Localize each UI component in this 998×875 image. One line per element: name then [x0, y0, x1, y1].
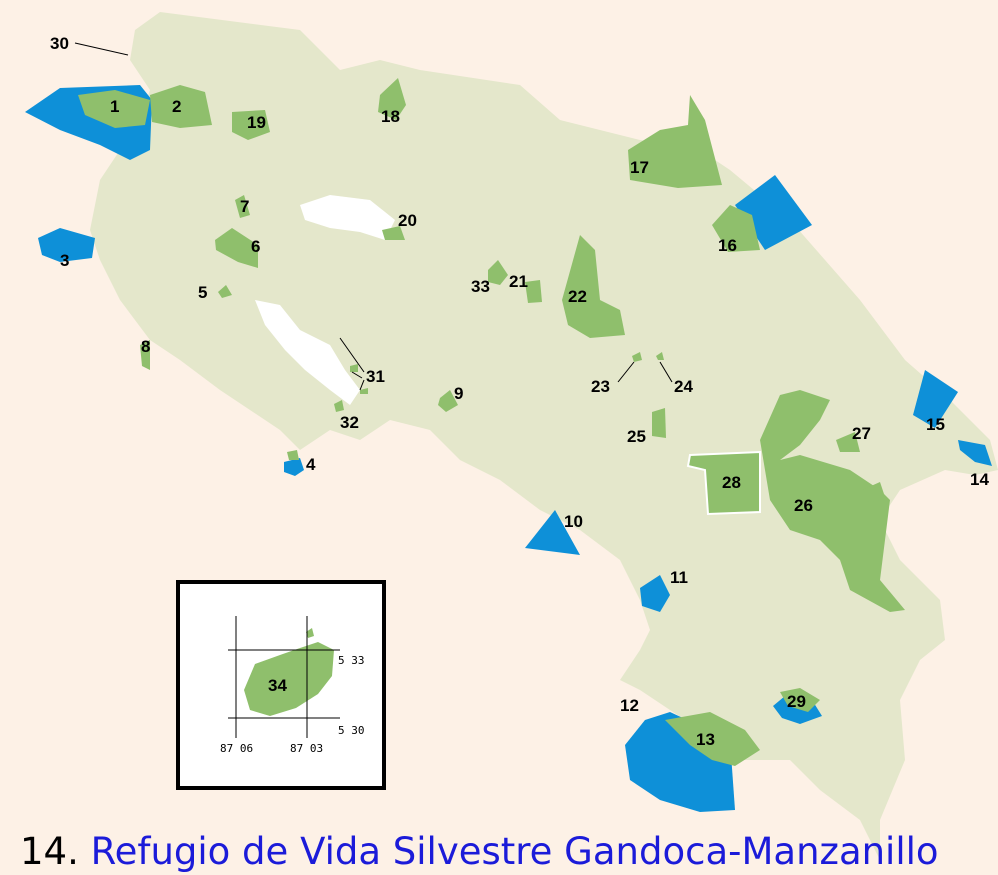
- inset-islet: [306, 628, 314, 638]
- area-32: [334, 400, 344, 412]
- label-30: 30: [50, 34, 69, 53]
- label-28: 28: [722, 473, 741, 492]
- label-19: 19: [247, 113, 266, 132]
- area-33: [488, 260, 508, 285]
- area-23: [632, 352, 642, 362]
- label-4: 4: [306, 455, 316, 474]
- area-26: [760, 390, 905, 612]
- label-13: 13: [696, 730, 715, 749]
- label-17: 17: [630, 158, 649, 177]
- area-1: [78, 90, 150, 128]
- inset-grid: [228, 616, 340, 738]
- label-15: 15: [926, 415, 945, 434]
- label-25: 25: [627, 427, 646, 446]
- leader-31b: [351, 371, 363, 379]
- marine-area-14: [958, 440, 992, 466]
- caption-number: 14.: [20, 830, 79, 873]
- area-20: [382, 226, 405, 240]
- area-labels: 1 2 3 4 5 6 7 8 9 10 11 12 13 14 15 16 1…: [50, 34, 989, 749]
- area-13: [665, 712, 760, 766]
- label-24: 24: [674, 377, 693, 396]
- label-21: 21: [509, 272, 528, 291]
- inset-map: 34 5 33 5 30 87 06 87 03: [176, 580, 386, 790]
- inset-lon-right: 87 03: [290, 742, 323, 755]
- area-7: [235, 195, 250, 218]
- marine-area-10: [525, 510, 580, 555]
- marine-area-11: [640, 575, 670, 612]
- area-8: [140, 340, 150, 370]
- label-31: 31: [366, 367, 385, 386]
- area-2: [150, 85, 212, 128]
- label-3: 3: [60, 251, 69, 270]
- leader-31a: [339, 337, 365, 373]
- label-16: 16: [718, 236, 737, 255]
- label-7: 7: [240, 197, 249, 216]
- label-33: 33: [471, 277, 490, 296]
- inset-island: [244, 642, 334, 716]
- area-18: [378, 78, 406, 120]
- leader-31c: [359, 379, 365, 391]
- area-24: [656, 352, 664, 360]
- area-4: [287, 450, 299, 460]
- label-14: 14: [970, 470, 989, 489]
- marine-area-15: [913, 370, 958, 428]
- label-1: 1: [110, 97, 119, 116]
- area-28: [686, 450, 761, 516]
- area-6: [215, 228, 258, 268]
- inset-lon-left: 87 06: [220, 742, 253, 755]
- area-5: [218, 285, 232, 298]
- caption: 14. Refugio de Vida Silvestre Gandoca-Ma…: [20, 830, 998, 875]
- area-19: [232, 110, 270, 140]
- label-23: 23: [591, 377, 610, 396]
- label-8: 8: [141, 337, 150, 356]
- label-32: 32: [340, 413, 359, 432]
- area-9: [438, 390, 458, 412]
- inset-label-34: 34: [268, 676, 287, 695]
- area-27: [836, 432, 860, 452]
- label-22: 22: [568, 287, 587, 306]
- label-26: 26: [794, 496, 813, 515]
- label-18: 18: [381, 107, 400, 126]
- leader-lines: [74, 42, 673, 391]
- area-16: [712, 205, 760, 252]
- leader-23: [617, 361, 635, 383]
- area-17: [628, 95, 722, 188]
- inset-lat-top: 5 33: [338, 654, 365, 667]
- caption-link[interactable]: Refugio de Vida Silvestre Gandoca-Manzan…: [90, 830, 939, 873]
- label-20: 20: [398, 211, 417, 230]
- leader-30: [74, 42, 129, 56]
- label-6: 6: [251, 237, 260, 256]
- area-31b: [360, 388, 368, 394]
- area-25: [652, 408, 666, 438]
- marine-area-4: [284, 458, 304, 476]
- label-2: 2: [172, 97, 181, 116]
- label-5: 5: [198, 283, 207, 302]
- label-11: 11: [670, 568, 688, 587]
- lake-arenal: [300, 195, 395, 240]
- label-10: 10: [564, 512, 583, 531]
- leader-24: [659, 361, 673, 383]
- gulf-of-nicoya: [255, 300, 360, 405]
- area-21: [525, 280, 542, 303]
- protected-areas: [78, 78, 905, 766]
- label-12: 12: [620, 696, 639, 715]
- area-east-patch: [862, 482, 886, 502]
- label-27: 27: [852, 424, 871, 443]
- label-9: 9: [454, 384, 463, 403]
- marine-area-3: [38, 228, 95, 262]
- label-29: 29: [787, 692, 806, 711]
- area-31a: [350, 364, 358, 372]
- area-22: [562, 235, 625, 338]
- area-29: [780, 688, 820, 712]
- inset-lat-bottom: 5 30: [338, 724, 365, 737]
